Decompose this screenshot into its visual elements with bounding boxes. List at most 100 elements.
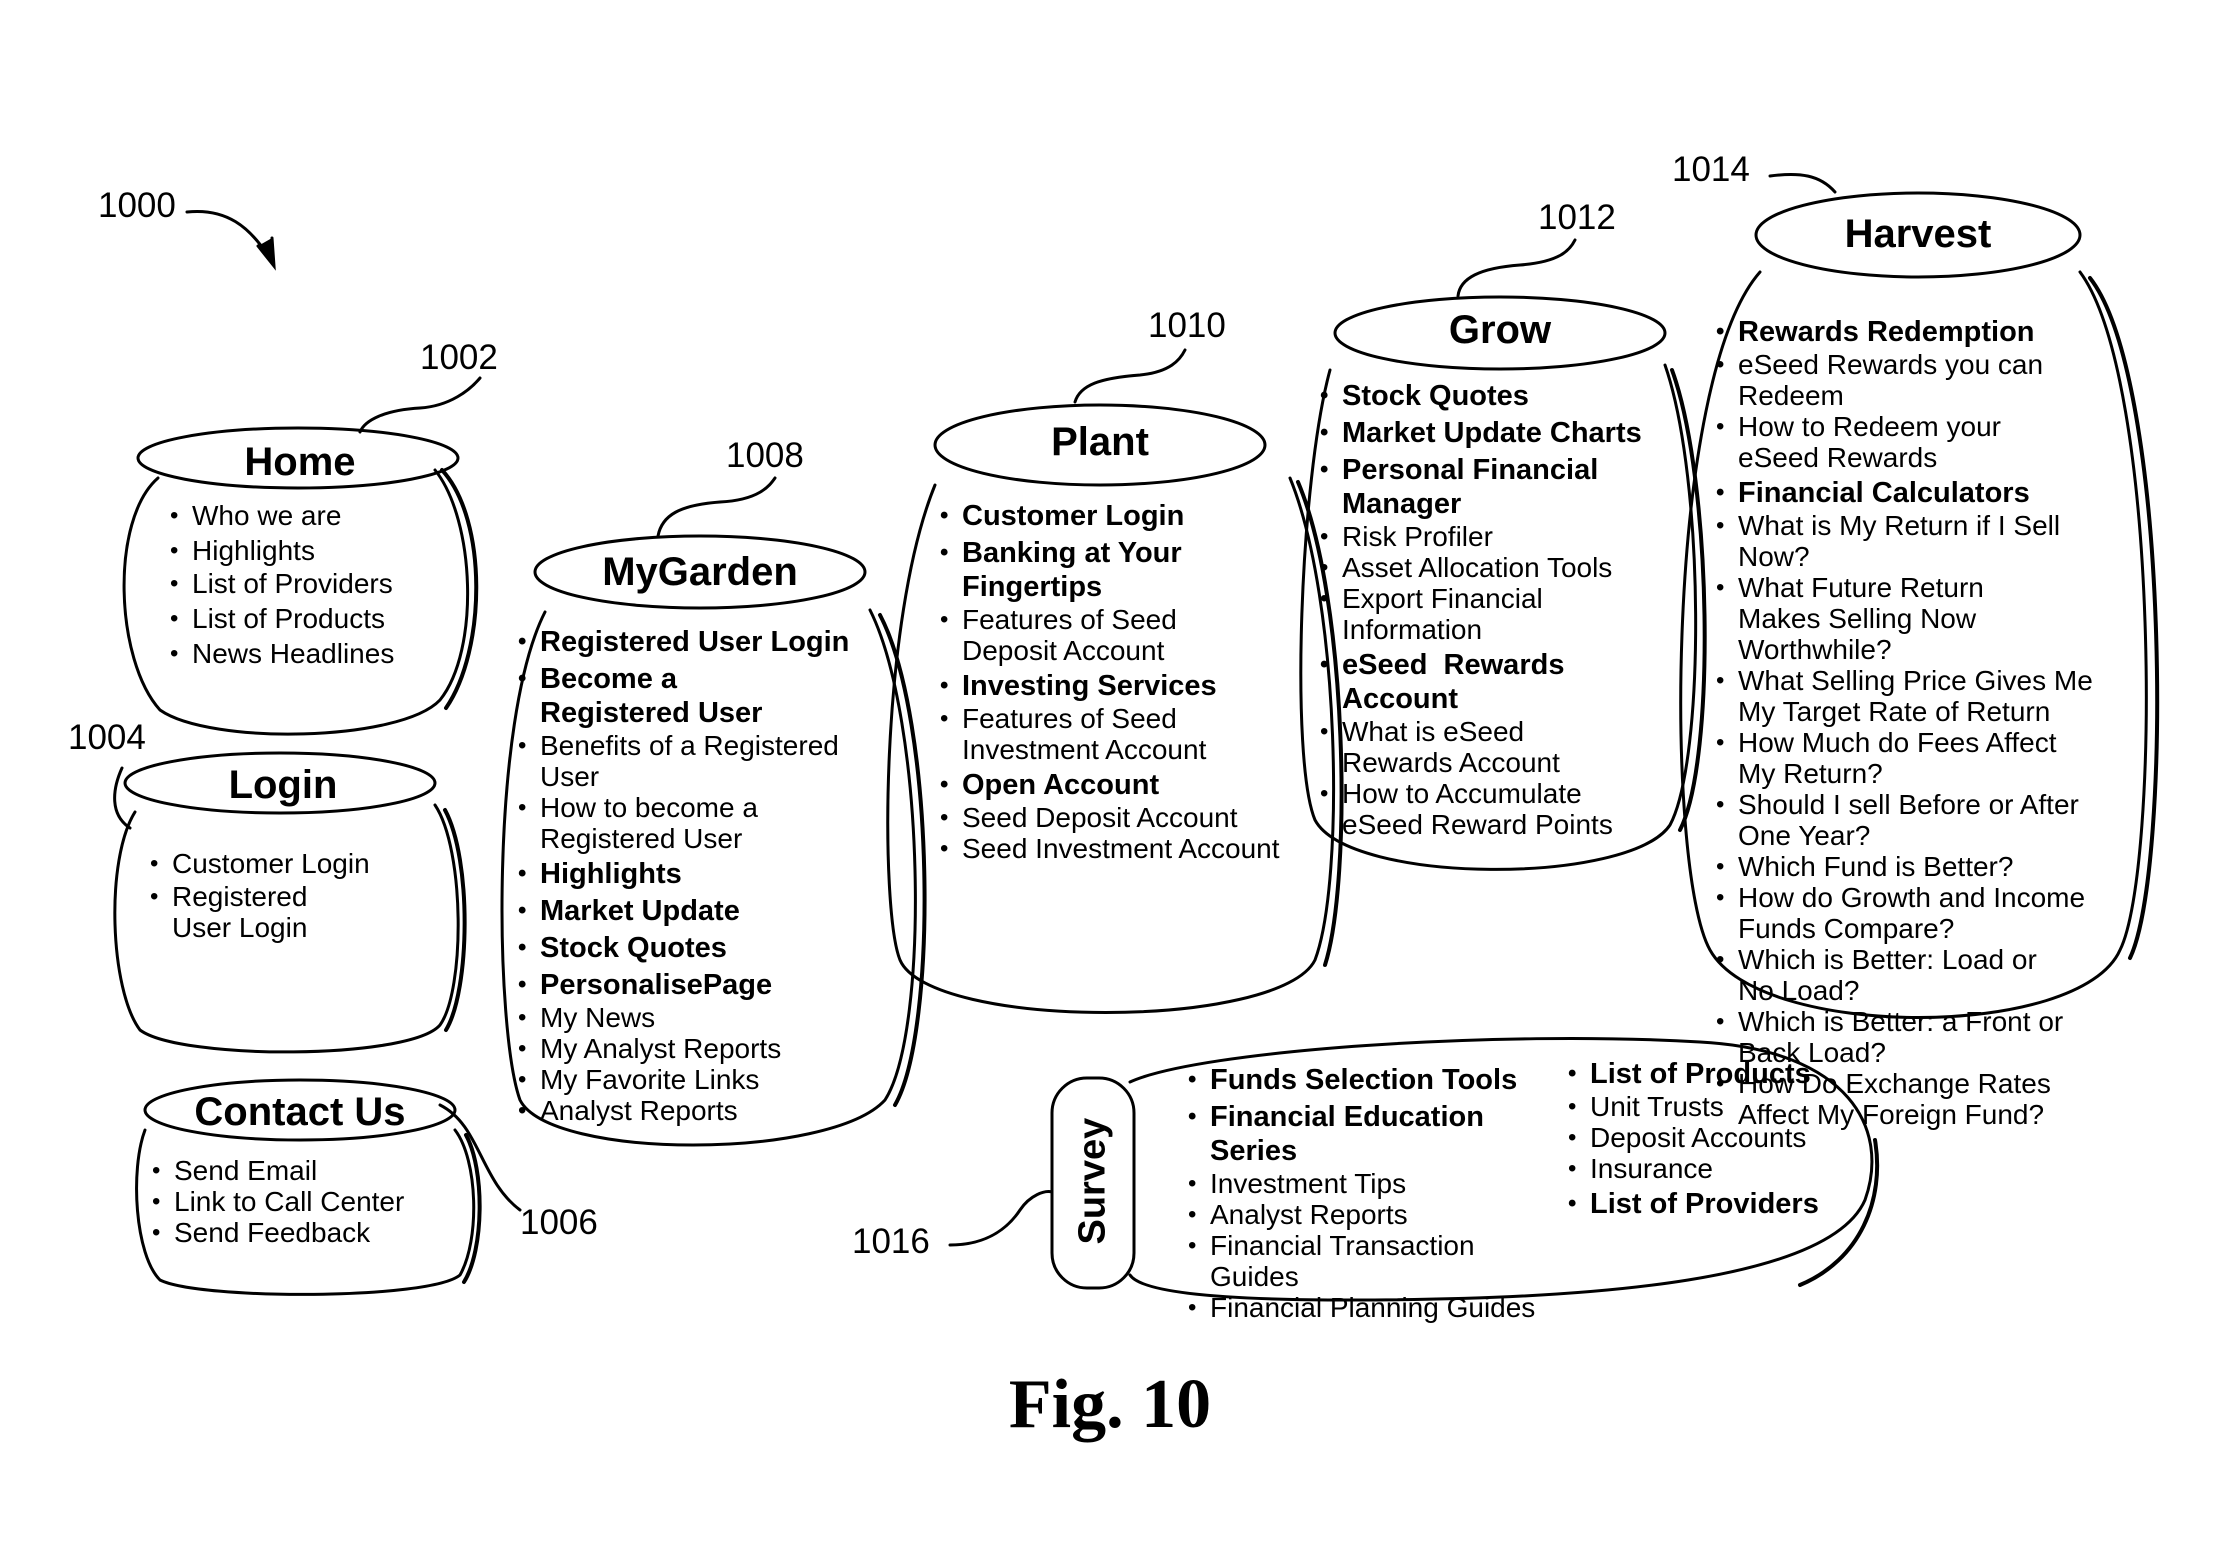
list-item: Personal Financial Manager	[1320, 453, 1602, 521]
list-item: Become a Registered User	[518, 662, 830, 730]
list-item: Features of Seed Deposit Account	[940, 604, 1262, 666]
list-item: How do Growth and Income Funds Compare?	[1716, 882, 2098, 944]
list-item: Rewards Redemption	[1716, 315, 2116, 349]
login-jar-body-shadow	[445, 810, 465, 1030]
list-item: Highlights	[518, 857, 890, 891]
list-item: Seed Deposit Account	[940, 802, 1280, 833]
list-item: How to Accumulate eSeed Reward Points	[1320, 778, 1662, 840]
mygarden-leader	[658, 478, 775, 536]
list-item: eSeed Rewards you can Redeem	[1716, 349, 2116, 411]
list-item: Market Update	[518, 894, 890, 928]
list-item: List of Providers	[170, 568, 430, 599]
home-leader	[360, 378, 480, 432]
list-item: Funds Selection Tools	[1188, 1063, 1568, 1097]
ref-1006: 1006	[520, 1203, 598, 1243]
ref-1004: 1004	[68, 718, 146, 758]
list-item: Risk Profiler	[1320, 521, 1670, 552]
list-item: eSeed Rewards Account	[1320, 648, 1602, 716]
list-item: How to become a Registered User	[518, 792, 880, 854]
plant-title: Plant	[1000, 420, 1200, 465]
list-item: Investing Services	[940, 669, 1280, 703]
list-item: Financial Education Series	[1188, 1100, 1490, 1168]
survey-left-list: Funds Selection Tools Financial Educatio…	[1188, 1060, 1568, 1323]
grow-leader	[1458, 240, 1575, 296]
contact-title: Contact Us	[180, 1090, 420, 1135]
list-item: Customer Login	[150, 848, 390, 879]
ref-1008: 1008	[726, 436, 804, 476]
list-item: Open Account	[940, 768, 1280, 802]
ref-1000-arrow	[187, 211, 272, 262]
list-item: Asset Allocation Tools	[1320, 552, 1670, 583]
list-item: Financial Transaction Guides	[1188, 1230, 1568, 1292]
grow-title: Grow	[1400, 308, 1600, 353]
survey-right-list: List of Products Unit Trusts Deposit Acc…	[1568, 1054, 1828, 1221]
list-item: Link to Call Center	[152, 1186, 452, 1217]
list-item: Unit Trusts	[1568, 1091, 1828, 1122]
list-item: Deposit Accounts	[1568, 1122, 1828, 1153]
list-item: Send Feedback	[152, 1217, 452, 1248]
list-item: My News	[518, 1002, 890, 1033]
list-item: Financial Planning Guides	[1188, 1292, 1568, 1323]
ref-1014: 1014	[1672, 150, 1750, 190]
list-item: Market Update Charts	[1320, 416, 1670, 450]
list-item: Insurance	[1568, 1153, 1828, 1184]
list-item: Features of Seed Investment Account	[940, 703, 1292, 765]
home-list: Who we are Highlights List of Providers …	[170, 500, 430, 669]
list-item: Should I sell Before or After One Year?	[1716, 789, 2123, 851]
list-item: Stock Quotes	[1320, 379, 1670, 413]
plant-leader	[1075, 350, 1185, 402]
list-item: My Favorite Links	[518, 1064, 890, 1095]
list-item: Send Email	[152, 1155, 452, 1186]
ref-1010: 1010	[1148, 306, 1226, 346]
list-item: List of Products	[170, 603, 430, 634]
list-item: Highlights	[170, 535, 430, 566]
list-item: Analyst Reports	[518, 1095, 890, 1126]
list-item: Who we are	[170, 500, 430, 531]
list-item: Investment Tips	[1188, 1168, 1568, 1199]
harvest-title: Harvest	[1818, 212, 2018, 257]
list-item: List of Providers	[1568, 1187, 1828, 1221]
home-title: Home	[200, 440, 400, 485]
grow-list: Stock Quotes Market Update Charts Person…	[1320, 376, 1670, 840]
list-item: My Analyst Reports	[518, 1033, 890, 1064]
list-item: Export Financial Information	[1320, 583, 1670, 645]
list-item: How Much do Fees Affect My Return?	[1716, 727, 2098, 789]
list-item: PersonalisePage	[518, 968, 890, 1002]
list-item: Financial Calculators	[1716, 476, 2116, 510]
list-item: Which is Better: Load or No Load?	[1716, 944, 2078, 1006]
harvest-list: Rewards Redemption eSeed Rewards you can…	[1716, 312, 2116, 1130]
survey-leader	[950, 1192, 1052, 1245]
list-item: What is My Return if I Sell Now?	[1716, 510, 2116, 572]
list-item: News Headlines	[170, 638, 430, 669]
login-title: Login	[183, 763, 383, 808]
ref-1016: 1016	[852, 1222, 930, 1262]
list-item: List of Products	[1568, 1057, 1828, 1091]
home-jar-body-shadow	[442, 470, 476, 708]
list-item: Banking at Your Fingertips	[940, 536, 1222, 604]
ref-1002: 1002	[420, 338, 498, 378]
list-item: Which Fund is Better?	[1716, 851, 2116, 882]
ref-1000-arrowhead	[258, 238, 274, 266]
list-item: Customer Login	[940, 499, 1280, 533]
list-item: What Selling Price Gives Me My Target Ra…	[1716, 665, 2123, 727]
ref-1000: 1000	[98, 186, 176, 226]
login-list: Customer Login Registered User Login	[150, 848, 390, 943]
figure-caption: Fig. 10	[0, 1365, 2220, 1445]
plant-list: Customer Login Banking at Your Fingertip…	[940, 496, 1280, 864]
list-item: Stock Quotes	[518, 931, 890, 965]
mygarden-title: MyGarden	[580, 550, 820, 595]
contact-list: Send Email Link to Call Center Send Feed…	[152, 1155, 452, 1248]
list-item: Seed Investment Account	[940, 833, 1280, 864]
list-item: Registered User Login	[518, 625, 890, 659]
list-item: What Future Return Makes Selling Now Wor…	[1716, 572, 2068, 665]
ref-1012: 1012	[1538, 198, 1616, 238]
list-item: How to Redeem your eSeed Rewards	[1716, 411, 2078, 473]
harvest-leader	[1770, 174, 1835, 192]
mygarden-list: Registered User Login Become a Registere…	[518, 622, 890, 1126]
list-item: Registered User Login	[150, 881, 372, 943]
list-item: Analyst Reports	[1188, 1199, 1568, 1230]
list-item: What is eSeed Rewards Account	[1320, 716, 1642, 778]
survey-title: Survey	[1072, 1119, 1115, 1245]
list-item: Benefits of a Registered User	[518, 730, 890, 792]
